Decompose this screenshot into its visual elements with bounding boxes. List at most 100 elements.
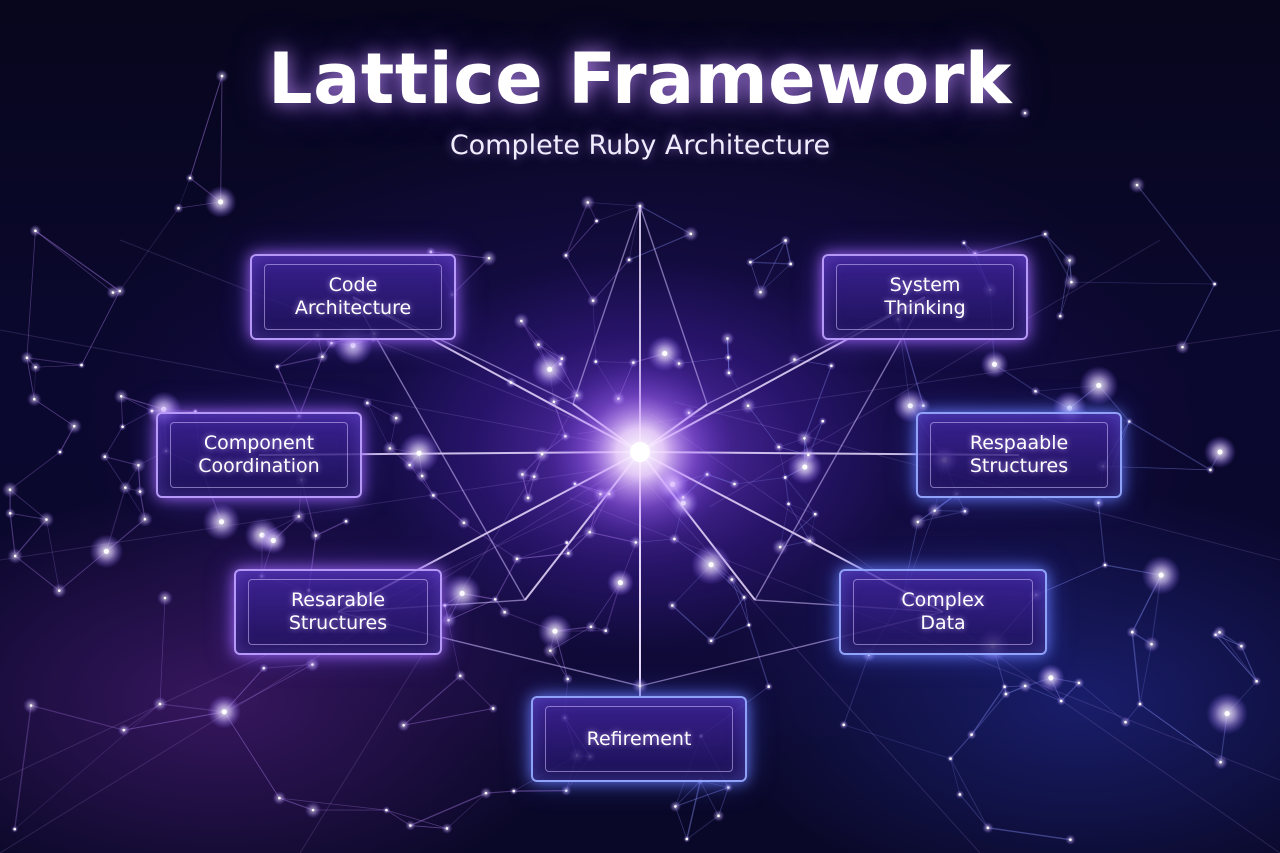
star-frame-line [572,205,641,405]
mesh-line [123,703,161,731]
mesh-line [950,758,961,795]
node-inner-frame [853,579,1033,645]
mesh-line [277,356,323,368]
network-dot [589,625,593,629]
network-dot [627,258,631,262]
network-dot [991,361,998,367]
network-dot [297,515,301,518]
network-dot [727,356,730,359]
mesh-line [1181,283,1216,348]
mesh-line [14,705,32,830]
network-dot [747,623,751,627]
mesh-line [1215,634,1258,682]
network-dot [72,424,76,428]
network-dot [1023,684,1027,688]
network-dot [445,827,449,830]
mesh-line [592,300,597,362]
network-dot [1034,389,1037,393]
mesh-line [81,290,121,366]
network-dot [617,580,624,586]
network-dot [566,677,570,681]
network-dot [220,74,224,78]
network-dot [276,365,279,368]
network-dot [552,400,556,404]
network-dot [484,791,488,795]
mesh-line [14,555,60,592]
mesh-line [803,365,832,439]
network-dot [759,290,762,294]
network-dot [933,509,936,512]
mesh-line [1139,644,1152,705]
network-dot [727,371,731,375]
network-dot [730,578,734,581]
mesh-line [675,786,729,807]
mesh-line [784,477,816,515]
node-refirement: Refirement [531,696,747,782]
network-dot [408,463,411,467]
network-dot [314,534,318,537]
mesh-line [1219,632,1257,682]
network-dot [150,409,154,413]
network-dot [783,476,787,479]
node-label: System Thinking [884,274,966,319]
node-inner-frame [930,422,1108,488]
network-dot [503,610,506,614]
mesh-line [974,233,1046,255]
network-dot [1181,345,1184,349]
network-dot [1127,420,1131,423]
network-dot [163,596,167,600]
network-dot [586,201,590,204]
network-dot [1069,838,1072,841]
node-label: Respaable Structures [969,432,1069,477]
mesh-line [494,558,518,600]
network-dot [803,437,806,440]
mesh-line [592,259,630,302]
network-dot [1240,644,1243,648]
network-dot [57,589,61,592]
network-dot [218,199,224,205]
mesh-line [587,202,641,207]
network-dot [458,674,462,678]
network-dot [1043,232,1047,236]
network-dot [1004,692,1008,696]
network-dot [80,363,83,367]
network-dot [787,502,790,506]
network-dot [1218,630,1221,634]
node-complex-data: Complex Data [839,569,1047,655]
network-dot [638,204,642,208]
network-dot [552,628,558,634]
mesh-line [710,624,750,642]
network-dot [493,598,497,601]
network-dot [138,490,142,493]
sweep-line [709,239,1161,508]
network-dot [443,604,447,607]
node-system-thinking: System Thinking [822,254,1028,340]
mesh-line [734,477,786,485]
mesh-line [223,711,280,799]
mesh-line [788,503,816,515]
mesh-line [263,663,313,669]
network-dot [1255,679,1258,683]
node-respaable-structures: Respaable Structures [916,412,1122,498]
network-dot [366,401,369,405]
network-dot [749,260,752,264]
network-dot [717,814,720,818]
mesh-line [403,707,494,726]
mesh-line [950,758,989,829]
node-label: Resarable Structures [288,589,388,634]
network-dot [1158,572,1164,578]
network-dot [807,453,810,457]
network-dot [727,786,730,789]
network-dot [1077,681,1081,685]
sweep-line [0,329,600,443]
mesh-line [386,809,448,829]
network-dot [161,406,167,412]
mesh-line [1128,420,1211,471]
mesh-line [671,604,712,642]
network-dot [638,684,642,688]
mesh-line [119,207,179,292]
mesh-line [565,255,594,301]
network-dot [262,666,266,670]
mesh-line [750,261,791,265]
network-dot [777,445,781,449]
